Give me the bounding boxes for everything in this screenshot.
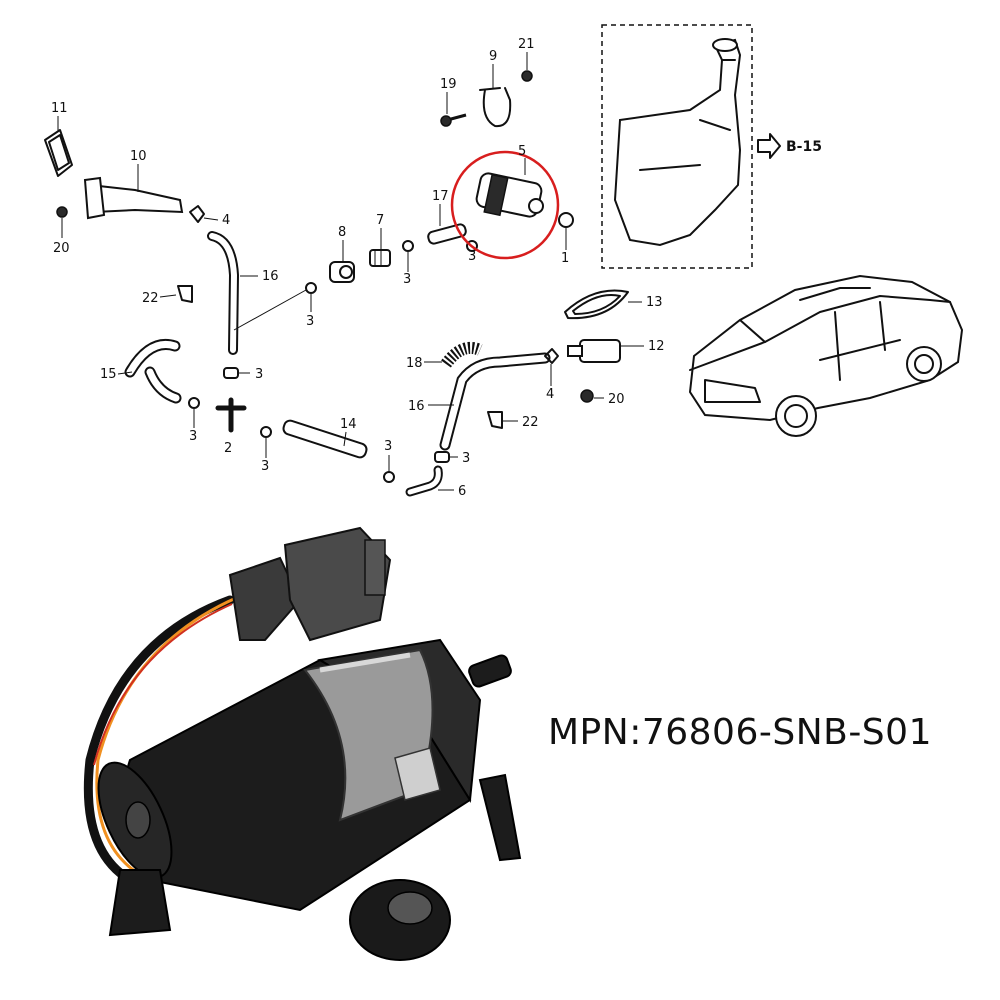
washer-reservoir bbox=[613, 38, 742, 247]
ref-arrow-icon bbox=[757, 133, 781, 159]
label-19: 19 bbox=[440, 77, 457, 92]
part-15-hose bbox=[126, 341, 180, 402]
label-20-left: 20 bbox=[53, 241, 70, 256]
label-2: 2 bbox=[224, 441, 232, 456]
label-10: 10 bbox=[130, 149, 147, 164]
label-7: 7 bbox=[376, 213, 384, 228]
pump-body bbox=[97, 638, 522, 937]
reservoir-box bbox=[601, 24, 753, 269]
part-2-tee bbox=[215, 397, 247, 433]
part-3-grommet-e bbox=[402, 240, 414, 252]
connector-plug bbox=[228, 526, 392, 642]
label-1: 1 bbox=[561, 251, 569, 266]
part-12-nozzle bbox=[567, 339, 621, 363]
part-5-washer-pump bbox=[475, 172, 544, 218]
part-21-nut bbox=[521, 70, 533, 82]
label-6: 6 bbox=[458, 484, 466, 499]
label-3-a: 3 bbox=[306, 314, 314, 329]
part-18-coil-hose bbox=[441, 341, 483, 368]
label-3-g: 3 bbox=[462, 451, 470, 466]
label-3-b: 3 bbox=[255, 367, 263, 382]
part-11-gasket bbox=[44, 129, 73, 177]
car-illustration bbox=[688, 274, 964, 437]
label-3-e: 3 bbox=[403, 272, 411, 287]
mpn-label: MPN:76806-SNB-S01 bbox=[548, 712, 932, 753]
label-21: 21 bbox=[518, 37, 535, 52]
pump-product-photo bbox=[83, 526, 522, 961]
label-13: 13 bbox=[646, 295, 663, 310]
part-3-grommet-h bbox=[383, 471, 395, 483]
part-7-check-valve bbox=[369, 249, 391, 267]
part-14-hose bbox=[282, 419, 368, 459]
label-4-right: 4 bbox=[546, 387, 554, 402]
part-19-bolt bbox=[440, 113, 467, 127]
label-8: 8 bbox=[338, 225, 346, 240]
label-9: 9 bbox=[489, 49, 497, 64]
label-4-left: 4 bbox=[222, 213, 230, 228]
part-6-elbow bbox=[407, 467, 441, 495]
label-22-left: 22 bbox=[142, 291, 159, 306]
label-16-right: 16 bbox=[408, 399, 425, 414]
part-3-grommet-c bbox=[188, 397, 200, 409]
label-3-c: 3 bbox=[189, 429, 197, 444]
label-3-d: 3 bbox=[261, 459, 269, 474]
part-1-grommet bbox=[558, 212, 574, 228]
part-16-hose-right bbox=[441, 354, 549, 449]
part-3-grommet-b bbox=[223, 367, 239, 379]
pump-highlight-circle bbox=[450, 150, 560, 260]
part-10-nozzle bbox=[83, 176, 184, 220]
reference-label: B-15 bbox=[786, 139, 822, 155]
part-3-grommet-d bbox=[260, 426, 272, 438]
label-16-left: 16 bbox=[262, 269, 279, 284]
part-22-bracket-right bbox=[487, 411, 503, 429]
label-3-h: 3 bbox=[384, 439, 392, 454]
label-22-right: 22 bbox=[522, 415, 539, 430]
part-4-clip-right bbox=[544, 348, 559, 364]
label-20-right: 20 bbox=[608, 392, 625, 407]
part-20-nut-left bbox=[56, 206, 68, 218]
part-9-band bbox=[479, 87, 512, 128]
part-8-fitting bbox=[329, 261, 355, 283]
label-17: 17 bbox=[432, 189, 449, 204]
label-14: 14 bbox=[340, 417, 357, 432]
label-11: 11 bbox=[51, 101, 68, 116]
part-20-nut-right bbox=[580, 389, 594, 403]
label-12: 12 bbox=[648, 339, 665, 354]
label-18: 18 bbox=[406, 356, 423, 371]
part-3-grommet-g bbox=[434, 451, 450, 463]
label-3-f: 3 bbox=[468, 249, 476, 264]
part-13-gasket bbox=[564, 289, 629, 320]
rubber-grommet bbox=[349, 879, 451, 961]
part-17-hose bbox=[427, 223, 467, 245]
label-15: 15 bbox=[100, 367, 117, 382]
label-5: 5 bbox=[518, 144, 526, 159]
part-22-bracket-left bbox=[177, 285, 193, 303]
part-4-clip-left bbox=[189, 205, 205, 223]
part-3-grommet-a bbox=[305, 282, 317, 294]
